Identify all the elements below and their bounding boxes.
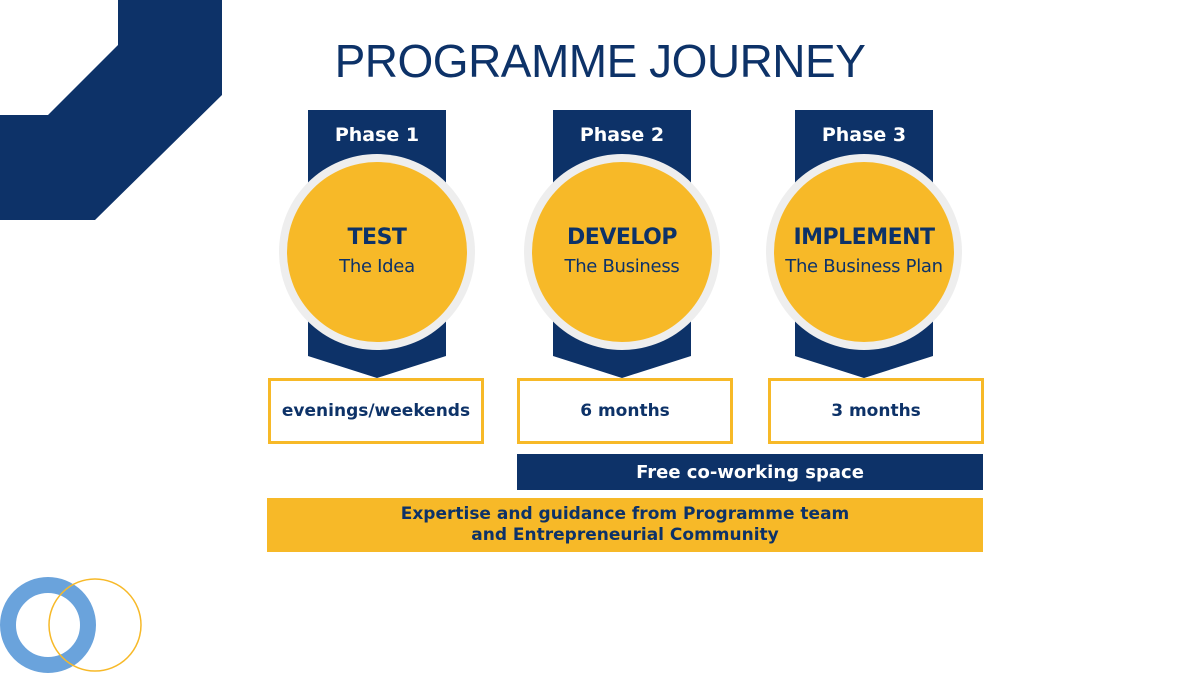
page-title: PROGRAMME JOURNEY bbox=[334, 35, 866, 87]
phase-1-label: Phase 1 bbox=[334, 124, 420, 146]
expertise-line-1: Expertise and guidance from Programme te… bbox=[400, 504, 850, 524]
coworking-bar: Free co-working space bbox=[517, 454, 983, 490]
expertise-line-2: and Entrepreneurial Community bbox=[471, 525, 779, 545]
phase-2-badge bbox=[524, 110, 720, 378]
phase-2-duration: 6 months bbox=[517, 378, 733, 444]
phase-3-duration: 3 months bbox=[768, 378, 984, 444]
phase-3-subtitle: The Business Plan bbox=[785, 256, 943, 277]
expertise-bar: Expertise and guidance from Programme te… bbox=[267, 498, 983, 552]
phase-1-duration: evenings/weekends bbox=[268, 378, 484, 444]
rings-decoration bbox=[0, 577, 142, 673]
phase-graphics bbox=[279, 110, 962, 378]
phase-2-label: Phase 2 bbox=[579, 124, 665, 146]
phase-3-title: IMPLEMENT bbox=[793, 225, 935, 250]
phase-3-badge bbox=[766, 110, 962, 378]
phase-1-badge bbox=[279, 110, 475, 378]
phase-1-subtitle: The Idea bbox=[339, 256, 415, 277]
phase-3-label: Phase 3 bbox=[821, 124, 907, 146]
corner-decoration bbox=[0, 0, 222, 220]
phase-2-subtitle: The Business bbox=[564, 256, 680, 277]
phase-2-title: DEVELOP bbox=[567, 225, 677, 250]
phase-1-title: TEST bbox=[347, 225, 407, 250]
